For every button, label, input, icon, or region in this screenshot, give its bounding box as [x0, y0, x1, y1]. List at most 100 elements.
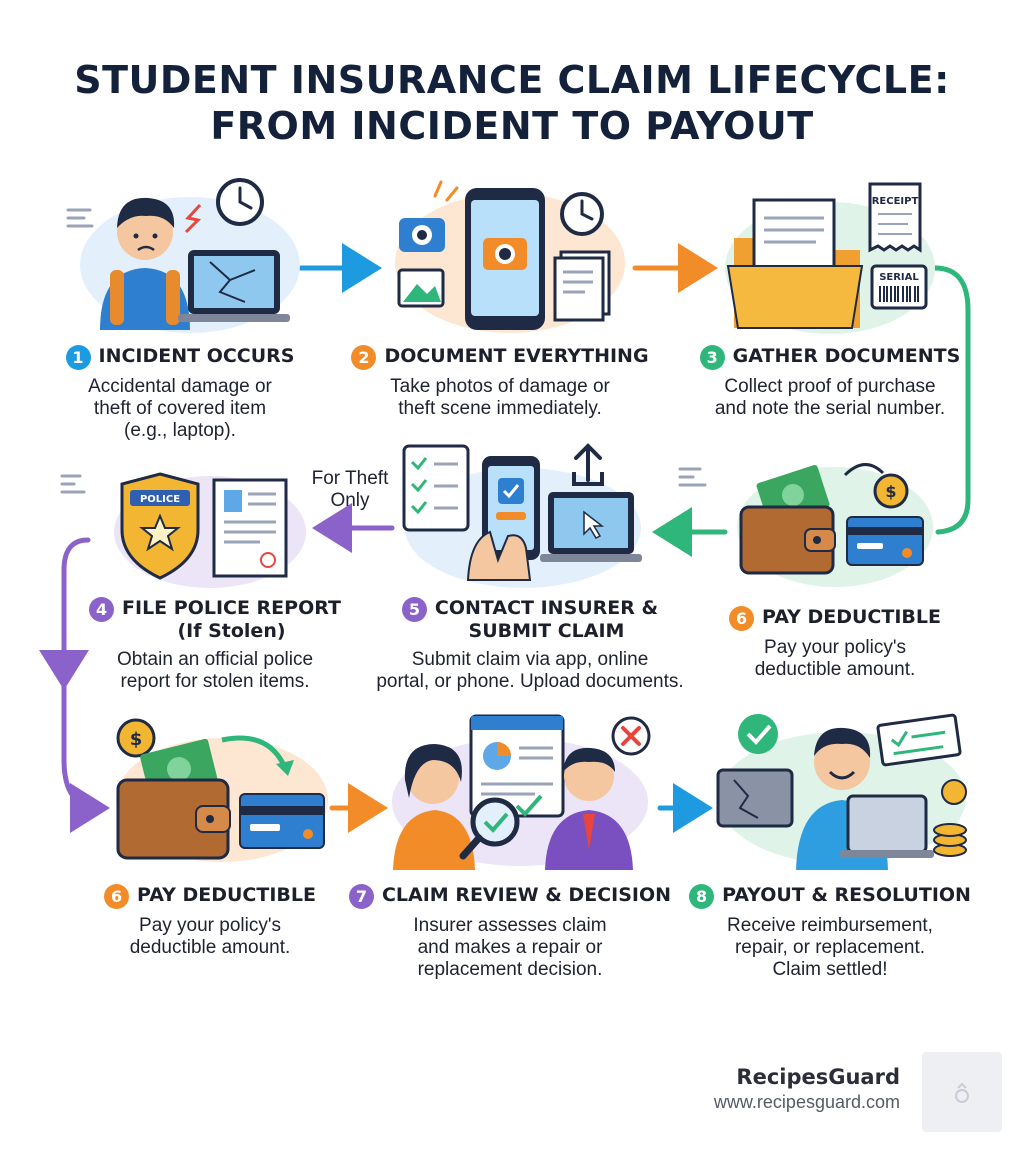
step-6-title: PAY DEDUCTIBLE	[137, 884, 316, 906]
logo-icon	[955, 1082, 969, 1103]
step-7: 7 CLAIM REVIEW & DECISION Insurer assess…	[345, 884, 675, 981]
theft-only-note: For Theft Only	[300, 468, 400, 512]
submit-claim-illustration	[402, 443, 642, 588]
step-8-desc-line: repair, or replacement.	[734, 937, 926, 958]
step-8-desc-line: Receive reimbursement,	[727, 915, 933, 936]
step-5-title: SUBMIT CLAIM	[468, 620, 625, 642]
step-3-desc-line: and note the serial number.	[714, 398, 946, 419]
step-8: 8 PAYOUT & RESOLUTION Receive reimbursem…	[680, 884, 980, 981]
step-2-title: DOCUMENT EVERYTHING	[384, 345, 649, 367]
step-4-subtitle: (If Stolen)	[177, 620, 286, 642]
credit-card-icon	[239, 793, 325, 849]
step-1-desc-line: Accidental damage or	[88, 376, 272, 397]
theft-note-line: For Theft	[311, 468, 389, 489]
step-5-desc-line: portal, or phone. Upload documents.	[376, 671, 684, 692]
step-1-desc-line: (e.g., laptop).	[124, 420, 236, 441]
step-2: 2 DOCUMENT EVERYTHING Take photos of dam…	[330, 345, 670, 420]
coin-icon: $	[116, 718, 156, 758]
serial-barcode-icon: SERIAL	[870, 264, 928, 310]
step-8-number: 8	[689, 884, 715, 909]
clock-icon	[560, 192, 604, 236]
claim-review-illustration	[392, 714, 651, 870]
brand-url[interactable]: www.recipesguard.com	[713, 1092, 900, 1112]
reviewer-man-icon	[545, 747, 633, 870]
step-2-desc-line: Take photos of damage or	[390, 376, 610, 397]
step-7-number: 7	[348, 884, 374, 909]
step-5-desc-line: Submit claim via app, online	[411, 649, 649, 670]
step-2-number: 2	[351, 345, 377, 370]
phone-in-hand-icon	[466, 456, 540, 581]
step-3-number: 3	[699, 345, 725, 370]
wallet-icon	[116, 778, 231, 860]
police-badge-icon: POLICE	[120, 472, 200, 580]
receipt-icon: RECEIPT	[868, 182, 922, 253]
step-4-number: 4	[89, 597, 115, 622]
new-laptop-icon	[840, 794, 934, 858]
step-8-title: PAYOUT & RESOLUTION	[722, 884, 971, 906]
step-7-desc-line: replacement decision.	[417, 959, 603, 980]
step-6-desc-line: deductible amount.	[129, 937, 291, 958]
step-6-desc-line: Pay your policy's	[139, 915, 281, 936]
step-4-desc-line: Obtain an official police	[116, 649, 314, 670]
credit-card-icon	[846, 516, 924, 566]
step-6-desc-line: deductible amount.	[754, 659, 916, 680]
step-6-desc-line: Pay your policy's	[764, 637, 906, 658]
step-6-number: 6	[104, 884, 130, 909]
step-2-desc-line: theft scene immediately.	[398, 398, 602, 419]
step-7-title: CLAIM REVIEW & DECISION	[381, 884, 672, 906]
broken-laptop-icon	[716, 768, 794, 828]
police-badge-label: POLICE	[140, 494, 180, 505]
step-4-title: FILE POLICE REPORT	[122, 597, 341, 619]
step-5-number: 5	[401, 597, 427, 622]
documents-icon	[553, 250, 611, 322]
pay-deductible-illustration: $	[678, 463, 933, 587]
svg-text:$: $	[130, 729, 143, 750]
police-report-illustration: POLICE	[60, 472, 306, 588]
step-6-number: 6	[729, 606, 755, 631]
clock-icon	[216, 178, 264, 226]
arrow-3-to-6	[932, 265, 971, 535]
step-3: 3 GATHER DOCUMENTS Collect proof of purc…	[680, 345, 980, 420]
coins-icon	[933, 779, 967, 857]
step-4-desc-line: report for stolen items.	[120, 671, 310, 692]
step-1-title: INCIDENT OCCURS	[98, 345, 295, 367]
step-1-desc-line: theft of covered item	[93, 398, 267, 419]
step-1: 1 INCIDENT OCCURS Accidental damage or t…	[40, 345, 320, 442]
coin-icon: $	[873, 473, 909, 509]
svg-text:$: $	[885, 482, 896, 501]
step-7-desc-line: Insurer assesses claim	[413, 915, 607, 936]
serial-label: SERIAL	[879, 272, 919, 283]
document-illustration	[395, 180, 625, 333]
checkmark-icon	[738, 714, 778, 754]
reviewer-woman-icon	[393, 744, 475, 870]
laptop-icon	[540, 492, 642, 562]
upload-icon	[572, 443, 604, 486]
step-8-desc-line: Claim settled!	[772, 959, 888, 980]
arrow-4-to-6b	[61, 537, 110, 833]
step-1-number: 1	[65, 345, 91, 370]
brand-logo	[922, 1052, 1002, 1132]
stressed-student-icon	[100, 197, 190, 330]
brand-name: RecipesGuard	[736, 1065, 900, 1089]
magnifier-check-icon	[459, 797, 520, 860]
cheque-icon	[876, 713, 962, 767]
step-3-desc-line: Collect proof of purchase	[724, 376, 936, 397]
pay-deductible-illustration-2: $	[116, 718, 328, 862]
page-title-line-1: STUDENT INSURANCE CLAIM LIFECYCLE:	[74, 58, 950, 102]
theft-note-line: Only	[330, 490, 370, 511]
checklist-icon	[402, 444, 470, 532]
incident-illustration	[66, 178, 300, 333]
step-5-title: CONTACT INSURER &	[434, 597, 659, 619]
step-4: 4 FILE POLICE REPORT (If Stolen) Obtain …	[75, 597, 355, 693]
payout-illustration	[716, 713, 967, 870]
step-6-title: PAY DEDUCTIBLE	[762, 606, 941, 628]
step-6-bottom: 6 PAY DEDUCTIBLE Pay your policy's deduc…	[75, 884, 345, 959]
step-5: 5 CONTACT INSURER & SUBMIT CLAIM Submit …	[355, 597, 705, 693]
report-document-icon	[212, 478, 288, 578]
page-title-line-2: FROM INCIDENT TO PAYOUT	[210, 104, 814, 148]
smartphone-camera-icon	[465, 188, 545, 330]
report-screen-icon	[469, 714, 565, 818]
broken-laptop-icon	[178, 250, 290, 322]
step-3-title: GATHER DOCUMENTS	[732, 345, 961, 367]
